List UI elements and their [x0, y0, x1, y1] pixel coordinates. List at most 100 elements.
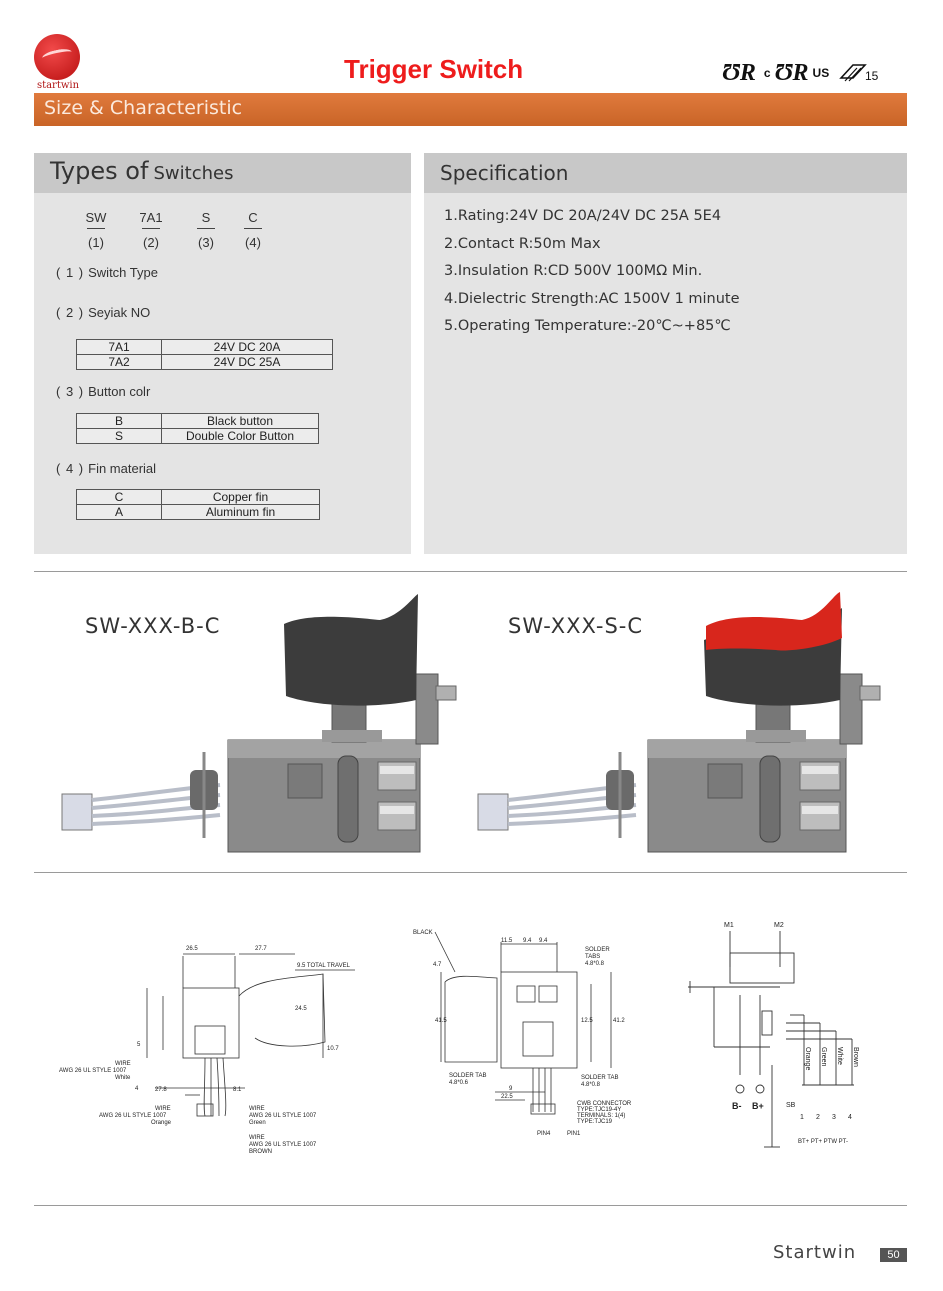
- cul-suffix: US: [812, 66, 830, 80]
- dimension-drawing-side: 26.5 27.7 9.5 TOTAL TRAVEL 24.5 10.7 27.…: [59, 946, 355, 1155]
- pin-number: 3: [832, 1114, 836, 1121]
- table-row: C Copper fin: [76, 489, 320, 505]
- wire-color-label: Brown: [852, 1047, 859, 1067]
- wire-label: AWG 26 UL STYLE 1007: [59, 1068, 127, 1074]
- wire-label: WIRE: [155, 1106, 171, 1112]
- connector-note: TYPE:TJC19-4Y: [577, 1107, 621, 1113]
- certification-marks: ƱR c ƱR US 15: [722, 58, 879, 88]
- list-item: 4.Dielectric Strength:AC 1500V 1 minute: [444, 290, 740, 307]
- wire-color-label: White: [836, 1047, 843, 1065]
- wire-bundle: [91, 783, 221, 826]
- dim-label: 8.1: [233, 1087, 242, 1093]
- connector-note: TYPE:TJC19: [577, 1119, 613, 1125]
- drawing-label: 4.8*0.6: [449, 1080, 469, 1086]
- group-label-seyiak-no: ( 2 )Seyiak NO: [56, 305, 151, 320]
- connector-note: CWB CONNECTOR: [577, 1101, 632, 1107]
- switch-photo-black: [61, 594, 457, 853]
- dim-label: 27.8: [155, 1087, 167, 1093]
- dim-label: 5: [137, 1042, 141, 1048]
- wire-label: AWG 26 UL STYLE 1007: [99, 1113, 167, 1119]
- list-item: 1.Rating:24V DC 20A/24V DC 25A 5E4: [444, 208, 722, 224]
- connector-note: TERMINALS: 1(4): [577, 1113, 625, 1119]
- connector-plug: [477, 793, 509, 831]
- switch-photo-double-color: [477, 592, 881, 853]
- dim-label: 24.5: [295, 1006, 307, 1012]
- wire-color-label: Green: [820, 1047, 827, 1067]
- trigger-button: [284, 594, 418, 706]
- wire-label: White: [115, 1075, 131, 1081]
- table-row: 7A1 24V DC 20A: [76, 339, 333, 355]
- divider: [34, 571, 907, 572]
- dim-label: 12.5: [581, 1018, 593, 1024]
- model-label-b: SW-XXX-B-C: [85, 614, 221, 638]
- types-panel: Types of Switches SW(1) 7A1(2) S(3) C(4)…: [34, 153, 411, 554]
- wire-color-label: Orange: [804, 1047, 811, 1070]
- specification-panel: Specification 1.Rating:24V DC 20A/24V DC…: [424, 153, 907, 554]
- dim-label: 9.4: [523, 938, 532, 944]
- code-item: S(3): [197, 210, 215, 250]
- group-label-switch-type: ( 1 )Switch Type: [56, 265, 158, 280]
- pin-number: 1: [800, 1114, 804, 1121]
- types-heading-big: Types of: [50, 157, 149, 185]
- section-title: Size & Characteristic: [44, 97, 243, 119]
- drawing-label: SOLDER TAB: [581, 1075, 618, 1081]
- ul-mark-icon: ƱR: [722, 59, 756, 86]
- list-item: 2.Contact R:50m Max: [444, 235, 601, 252]
- fin-material-table: C Copper fin A Aluminum fin: [76, 489, 320, 520]
- trigger-red-cap: [706, 592, 842, 651]
- dim-label: 4: [135, 1086, 139, 1092]
- cul-prefix: c: [763, 66, 771, 80]
- dim-label: 41.2: [613, 1018, 625, 1024]
- table-row: 7A2 24V DC 25A: [76, 354, 333, 370]
- connector-plug: [61, 793, 93, 831]
- specification-panel-header: Specification: [424, 153, 907, 193]
- types-heading-small: Switches: [153, 163, 234, 184]
- button-color-table: B Black button S Double Color Button: [76, 413, 319, 444]
- drawing-label: PIN1: [567, 1131, 581, 1137]
- drawing-label: 4.8*0.8: [581, 1082, 601, 1088]
- pin-number: 4: [848, 1114, 852, 1121]
- model-label-s: SW-XXX-S-C: [508, 614, 644, 638]
- code-item: SW(1): [85, 210, 107, 250]
- wire-label: AWG 26 UL STYLE 1007: [249, 1142, 317, 1148]
- table-row: B Black button: [76, 413, 319, 429]
- drawing-label: SOLDER TAB: [449, 1073, 486, 1079]
- wire-label: Green: [249, 1120, 266, 1126]
- dim-label: 4.7: [433, 962, 442, 968]
- types-panel-header: Types of Switches: [34, 153, 411, 193]
- logo-circle-icon: [34, 34, 80, 80]
- dimension-drawing-front: BLACK SOLDER TABS 4.8*0.8 SOLDER TAB 4.8…: [413, 930, 632, 1137]
- wire-label: Orange: [151, 1120, 172, 1126]
- ce-mark-icon: 15: [839, 64, 879, 83]
- dim-label: 27.7: [255, 946, 267, 952]
- page-title: Trigger Switch: [344, 54, 524, 84]
- terminal-label: B-: [732, 1101, 742, 1111]
- specification-list: 1.Rating:24V DC 20A/24V DC 25A 5E4 2.Con…: [444, 206, 740, 344]
- group-label-button-color: ( 3 )Button colr: [56, 384, 151, 399]
- drawing-label: 4.8*0.8: [585, 961, 605, 967]
- dim-label: 26.5: [186, 946, 198, 952]
- svg-text:15: 15: [865, 69, 879, 83]
- list-item: 3.Insulation R:CD 500V 100MΩ Min.: [444, 263, 703, 279]
- table-row: A Aluminum fin: [76, 504, 320, 520]
- wire-label: BROWN: [249, 1149, 272, 1155]
- group-label-fin-material: ( 4 )Fin material: [56, 461, 157, 476]
- drawing-label: TABS: [585, 954, 600, 960]
- dim-label: 22.5: [501, 1094, 513, 1100]
- drawing-label: PIN4: [537, 1131, 551, 1137]
- circuit-diagram: M1 M2 B- B+ SB Orange Green White Brown …: [688, 922, 859, 1148]
- terminal-label: B+: [752, 1101, 764, 1111]
- pin-number: 2: [816, 1114, 820, 1121]
- dim-label: 9.5 TOTAL TRAVEL: [297, 963, 351, 969]
- wire-label: AWG 26 UL STYLE 1007: [249, 1113, 317, 1119]
- list-item: 5.Operating Temperature:-20℃~+85℃: [444, 318, 731, 334]
- trigger-base: [704, 608, 842, 706]
- type-code-row: SW(1) 7A1(2) S(3) C(4): [34, 210, 294, 258]
- table-row: S Double Color Button: [76, 428, 319, 444]
- drawing-label: BLACK: [413, 930, 433, 936]
- seyiak-table: 7A1 24V DC 20A 7A2 24V DC 25A: [76, 339, 333, 370]
- section-header-bar: Size & Characteristic: [34, 93, 907, 126]
- wire-label: WIRE: [115, 1061, 131, 1067]
- terminal-label: SB: [786, 1102, 796, 1109]
- switch-body: [647, 739, 847, 853]
